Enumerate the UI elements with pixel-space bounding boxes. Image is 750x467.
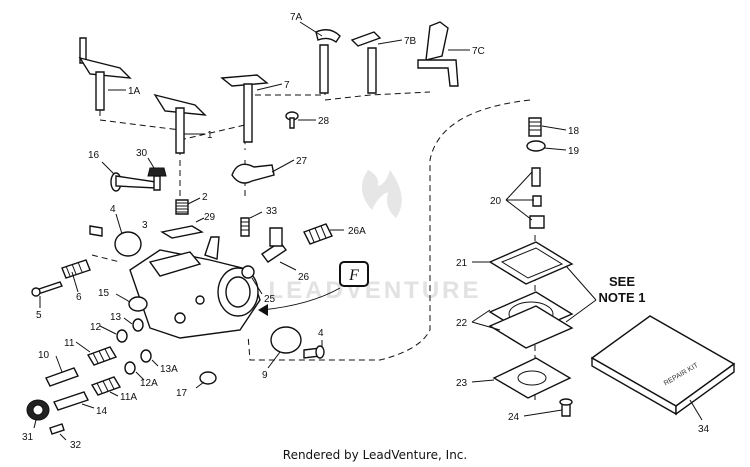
label-13: 13 (110, 312, 122, 323)
label-4-lower: 4 (318, 328, 324, 339)
valve-20 (529, 167, 545, 229)
label-7C: 7C (472, 46, 485, 57)
label-13A: 13A (160, 364, 178, 375)
screw-4a (89, 225, 103, 237)
note-line1: SEE (609, 274, 635, 289)
label-16: 16 (88, 150, 100, 161)
screw-14 (53, 391, 89, 411)
watermark-text: LEADVENTURE (268, 277, 481, 304)
screw-4b (303, 345, 325, 359)
label-23: 23 (456, 378, 468, 389)
label-7: 7 (284, 80, 290, 91)
pin-16 (110, 172, 157, 192)
washer-12 (116, 329, 128, 343)
fitting-26 (260, 227, 288, 263)
ring-19 (526, 140, 546, 152)
note-line2: NOTE 1 (599, 290, 646, 305)
label-22: 22 (456, 318, 468, 329)
leader-lines (33, 21, 703, 441)
label-26A: 26A (348, 226, 366, 237)
see-note: SEE NOTE 1 (565, 265, 646, 323)
label-1: 1 (207, 130, 213, 141)
footer-credit: Rendered by LeadVenture, Inc. (282, 448, 468, 462)
lever-7A (315, 29, 341, 94)
spring-6 (61, 259, 91, 279)
gasket-21 (488, 241, 574, 285)
label-28: 28 (318, 116, 330, 127)
ring-13 (132, 318, 144, 332)
label-12: 12 (90, 322, 102, 333)
needle-11A (90, 376, 122, 396)
label-20: 20 (490, 196, 502, 207)
label-11A: 11A (120, 392, 137, 403)
seat-25 (241, 265, 255, 279)
label-21: 21 (456, 258, 468, 269)
label-15: 15 (98, 288, 110, 299)
label-7B: 7B (404, 36, 417, 47)
washer-12A (124, 361, 136, 375)
label-31: 31 (22, 432, 34, 443)
hose-26A (303, 223, 333, 245)
label-33: 33 (266, 206, 278, 217)
callout-f: F (258, 261, 369, 316)
clip-27 (231, 163, 275, 184)
label-34: 34 (698, 424, 710, 435)
label-19: 19 (568, 146, 580, 157)
spring-2 (175, 199, 189, 215)
lever-7B (350, 31, 382, 94)
lever-7 (220, 74, 269, 143)
screw-10 (45, 367, 79, 387)
label-4-upper: 4 (110, 204, 116, 215)
repair-kit-34: REPAIR KIT (590, 315, 736, 416)
label-3: 3 (142, 220, 148, 231)
part-labels: 1A 1 7 7A 7B 7C 28 16 30 27 2 29 33 4 3 … (22, 12, 710, 451)
plug-17 (199, 371, 217, 385)
label-27: 27 (296, 156, 308, 167)
watermark: LEADVENTURE (268, 170, 481, 304)
lever-7C (417, 21, 459, 87)
disc-3 (114, 231, 142, 257)
spring-18 (528, 117, 542, 137)
label-1A: 1A (128, 86, 141, 97)
label-25: 25 (264, 294, 276, 305)
screw-28 (285, 111, 299, 129)
ring-13A (140, 349, 152, 363)
label-11: 11 (64, 338, 75, 349)
lever-1A (78, 37, 132, 111)
label-30: 30 (136, 148, 148, 159)
plug-15 (128, 296, 148, 312)
carburetor-body (129, 236, 261, 339)
label-2: 2 (202, 192, 208, 203)
label-26: 26 (298, 272, 310, 283)
label-5: 5 (36, 310, 42, 321)
screw-5 (31, 281, 63, 297)
screw-30 (147, 167, 167, 191)
label-12A: 12A (140, 378, 158, 389)
disc-9 (270, 326, 302, 354)
spring-33 (240, 217, 250, 237)
label-17: 17 (176, 388, 188, 399)
label-6: 6 (76, 292, 82, 303)
lever-1 (153, 93, 207, 154)
label-14: 14 (96, 406, 108, 417)
label-10: 10 (38, 350, 50, 361)
cover-23 (492, 357, 572, 399)
needle-11 (86, 346, 118, 366)
callout-letter: F (348, 267, 359, 284)
label-7A: 7A (290, 12, 303, 23)
label-29: 29 (204, 212, 216, 223)
washer-29 (160, 225, 204, 239)
diaphragm-22 (488, 291, 574, 349)
label-18: 18 (568, 126, 580, 137)
nut-31 (26, 399, 50, 421)
label-32: 32 (70, 440, 82, 451)
label-24: 24 (508, 412, 520, 423)
spring-32 (49, 423, 65, 435)
screw-24 (559, 398, 573, 417)
label-9: 9 (262, 370, 268, 381)
